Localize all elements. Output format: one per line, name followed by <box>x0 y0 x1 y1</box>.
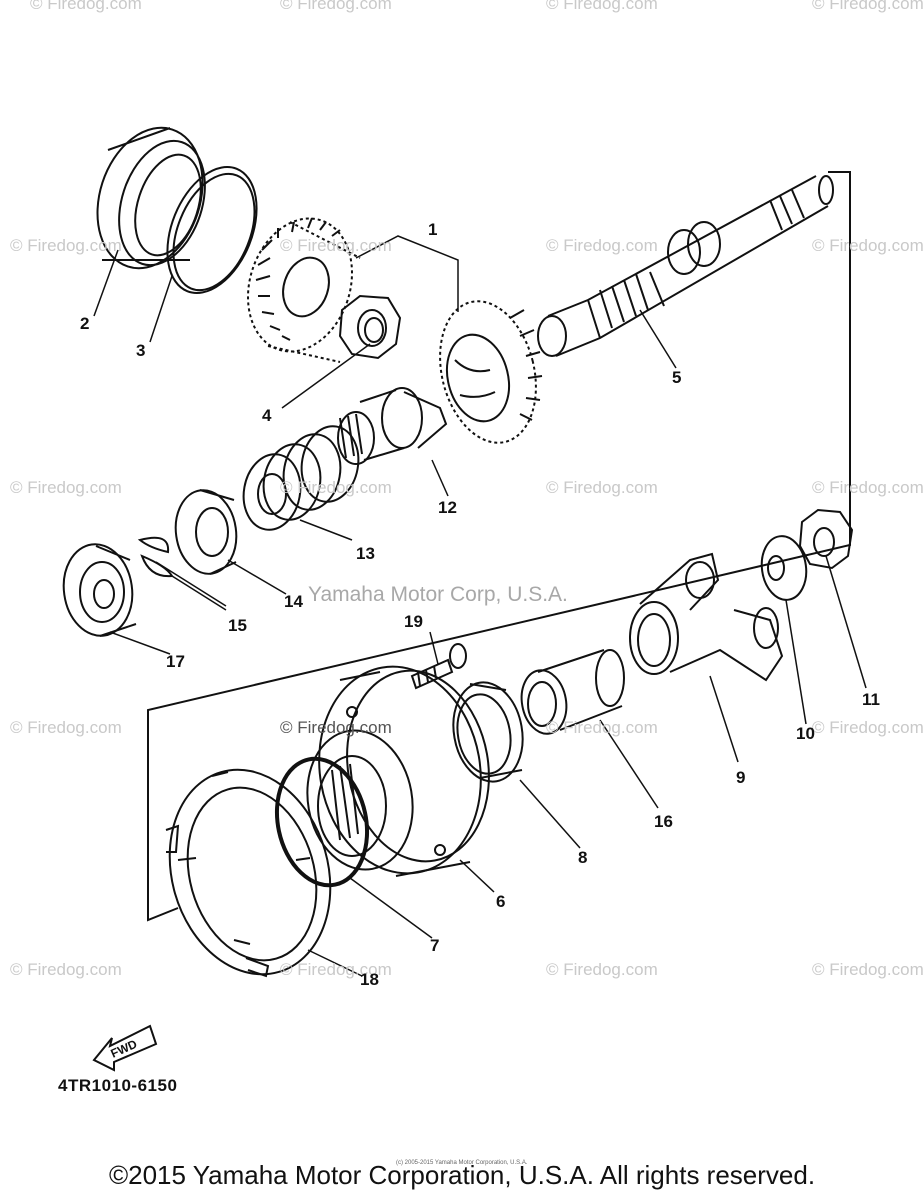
callout-1: 1 <box>428 220 438 239</box>
part-18-plate <box>165 768 332 978</box>
center-watermark: Yamaha Motor Corp, U.S.A. <box>308 583 568 606</box>
part-17-bearing <box>62 543 137 637</box>
part-6-housing <box>306 665 490 877</box>
callout-18: 18 <box>360 970 379 989</box>
part-1-gear-lower <box>439 300 543 444</box>
watermark: © Firedog.com <box>10 718 122 737</box>
part-16-collar <box>520 649 625 735</box>
part-4-nut <box>338 294 402 360</box>
watermark: © Firedog.com <box>546 960 658 979</box>
callout-8: 8 <box>578 848 588 867</box>
part-10-washer <box>760 535 808 601</box>
callout-9: 9 <box>736 768 746 787</box>
part-12-drive-gear <box>337 387 448 465</box>
diagram-code: 4TR1010-6150 <box>58 1076 178 1095</box>
watermark: © Firedog.com <box>812 960 924 979</box>
callout-11: 11 <box>862 690 880 709</box>
callout-2: 2 <box>80 314 90 333</box>
watermark: © Firedog.com <box>30 0 142 13</box>
callout-7: 7 <box>430 936 440 955</box>
watermark: © Firedog.com <box>280 718 392 737</box>
watermark: © Firedog.com <box>546 0 658 13</box>
watermark: © Firedog.com <box>280 478 392 497</box>
assembly-frame <box>147 171 851 922</box>
callout-3: 3 <box>136 341 146 360</box>
leader-lines <box>93 249 867 977</box>
watermark: © Firedog.com <box>812 718 924 737</box>
callout-4: 4 <box>262 406 272 425</box>
watermark: © Firedog.com <box>10 960 122 979</box>
small-copyright: (c) 2005-2015 Yamaha Motor Corporation, … <box>396 1160 528 1166</box>
part-19-bolt <box>410 643 467 690</box>
callout-16: 16 <box>654 812 673 831</box>
watermark: © Firedog.com <box>546 478 658 497</box>
part-14-spacer <box>174 489 238 575</box>
callout-12: 12 <box>438 498 457 517</box>
callout-15: 15 <box>228 616 247 635</box>
part-11-nut <box>798 508 854 570</box>
watermark: © Firedog.com <box>10 236 122 255</box>
watermark: © Firedog.com <box>546 718 658 737</box>
callout-19: 19 <box>404 612 423 631</box>
part-1-gear-upper <box>247 217 361 363</box>
part-13-spring <box>242 425 360 531</box>
part-2-bearing <box>96 126 206 270</box>
callout-14: 14 <box>284 592 303 611</box>
part-5-shaft <box>537 175 834 357</box>
footer-copyright: ©2015 Yamaha Motor Corporation, U.S.A. A… <box>108 1160 816 1190</box>
watermark: © Firedog.com <box>280 236 392 255</box>
part-7-o-ring <box>274 756 370 888</box>
watermark: © Firedog.com <box>280 960 392 979</box>
fwd-arrow-icon <box>92 1024 158 1072</box>
watermark: © Firedog.com <box>280 0 392 13</box>
callout-5: 5 <box>672 368 682 387</box>
callout-17: 17 <box>166 652 185 671</box>
watermark: © Firedog.com <box>10 478 122 497</box>
watermark: © Firedog.com <box>812 236 924 255</box>
part-8-seal <box>452 681 524 783</box>
watermark: © Firedog.com <box>812 0 924 13</box>
watermark: © Firedog.com <box>546 236 658 255</box>
callout-13: 13 <box>356 544 375 563</box>
callout-6: 6 <box>496 892 506 911</box>
callout-10: 10 <box>796 724 815 743</box>
part-3-ring <box>166 165 258 295</box>
watermark: © Firedog.com <box>812 478 924 497</box>
part-15-clips <box>137 536 174 578</box>
part-9-yoke <box>629 552 784 682</box>
